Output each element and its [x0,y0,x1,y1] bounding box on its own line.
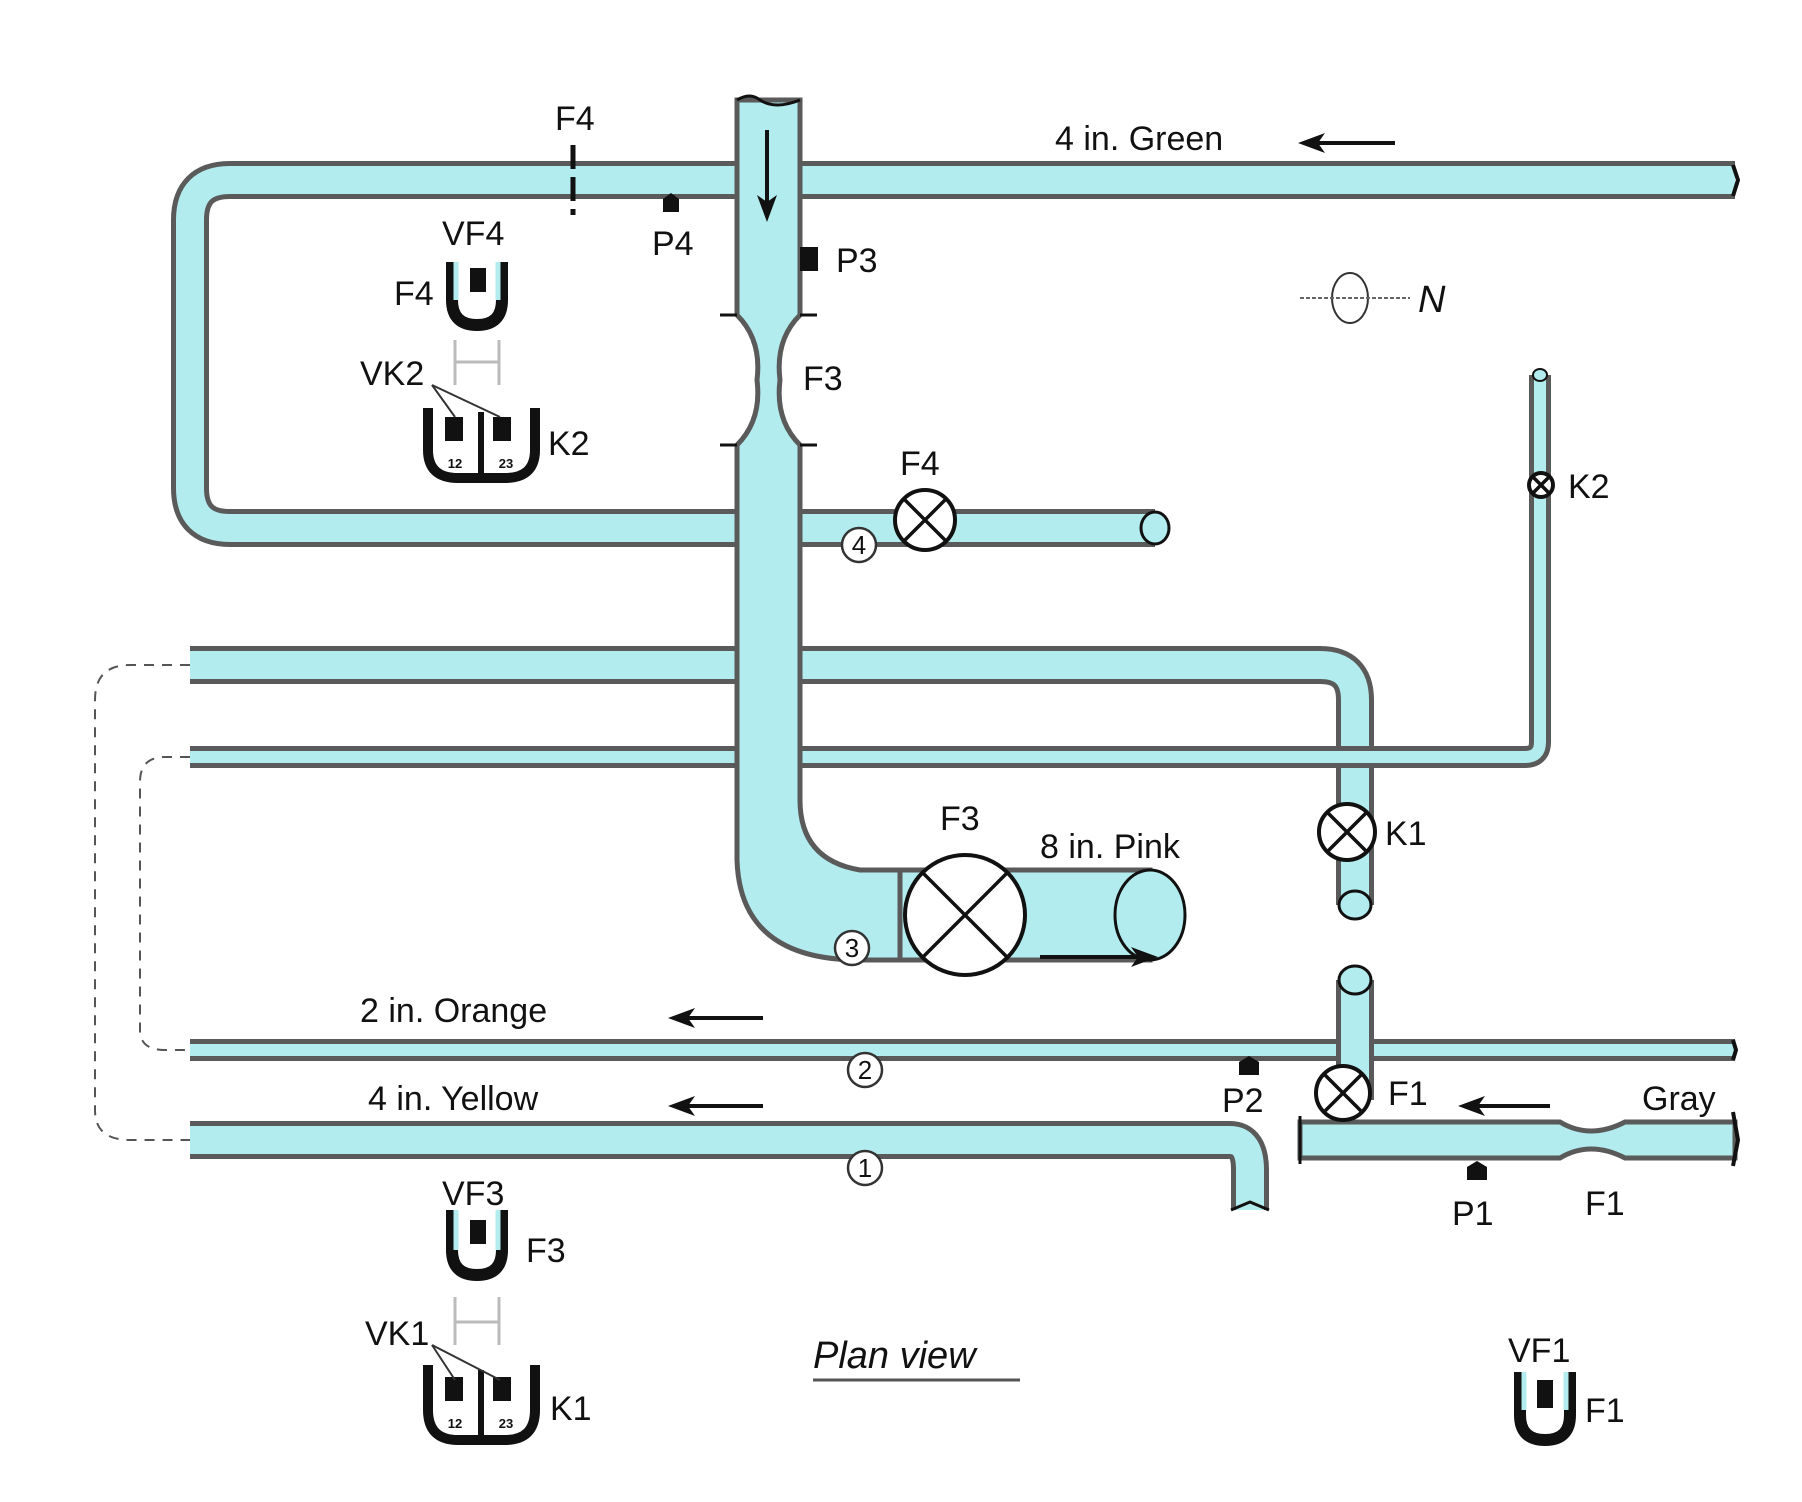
label-vf3-side: F3 [526,1232,566,1270]
label-orange-pipe: 2 in. Orange [360,992,547,1030]
marker-4: 4 [840,526,878,564]
label-vf1: VF1 [1508,1332,1570,1370]
label-p1: P1 [1452,1195,1494,1233]
north-arrow-icon [1300,272,1410,324]
label-vf1-side: F1 [1585,1392,1625,1430]
label-f3-venturi: F3 [803,360,843,398]
svg-text:23: 23 [499,1416,513,1431]
label-k2-manometer: K2 [548,425,590,463]
flow-arrow-yellow [668,1096,763,1116]
valve-k1[interactable] [1317,802,1377,862]
flow-arrow-main-down [757,130,777,222]
svg-text:3: 3 [845,933,859,963]
label-f4-orifice: F4 [555,100,595,138]
flow-arrow-orange [668,1008,763,1028]
pressure-tap-p3 [800,247,818,271]
manometer-vk2: 12 23 [423,384,540,483]
pipe-green-end-cap [1139,510,1171,546]
label-f4-valve: F4 [900,445,940,483]
pipe-orange [190,1039,1739,1061]
pipe-yellow [190,1121,1270,1212]
svg-text:12: 12 [448,456,462,471]
label-gray-pipe: Gray [1642,1080,1716,1118]
manometer-connector-vk1 [453,1297,501,1345]
label-vf4: VF4 [442,215,504,253]
valve-k2[interactable] [1527,471,1555,499]
flow-arrow-pink [1040,947,1158,967]
pipe-break-icon [1731,164,1741,197]
label-p4: P4 [652,225,694,263]
label-f3-valve: F3 [940,800,980,838]
marker-3: 3 [833,929,871,967]
svg-text:23: 23 [499,456,513,471]
valve-f3[interactable] [903,853,1027,977]
pressure-tap-p1 [1467,1161,1487,1180]
label-vf3: VF3 [442,1175,504,1213]
flow-arrow-gray [1458,1096,1550,1116]
label-vf4-side: F4 [394,275,434,313]
label-north: N [1418,279,1446,321]
dashed-connector-outer [94,664,190,1141]
svg-text:1: 1 [858,1153,872,1183]
flow-arrow-green [1298,133,1395,153]
manometer-vf1 [1514,1372,1576,1447]
pressure-tap-p4 [663,193,679,212]
svg-text:12: 12 [448,1416,462,1431]
diagram-title: Plan view [813,1335,978,1377]
label-vk1: VK1 [365,1315,429,1353]
label-k1-valve: K1 [1385,815,1427,853]
pipe-gray [1297,1111,1741,1167]
label-p3: P3 [836,242,878,280]
manometer-vk1: 12 23 [423,1344,540,1445]
pipe-upper-pair [190,368,1551,921]
label-f1-valve: F1 [1388,1075,1428,1113]
valve-f4[interactable] [893,488,957,552]
pressure-tap-p2 [1239,1056,1259,1075]
marker-1: 1 [846,1149,884,1187]
label-f1-venturi: F1 [1585,1185,1625,1223]
marker-2: 2 [846,1051,884,1089]
label-p2: P2 [1222,1082,1264,1120]
dashed-connector-inner [139,756,190,1051]
svg-text:4: 4 [852,530,866,560]
label-pink-pipe: 8 in. Pink [1040,828,1181,866]
manometer-connector-vk2 [453,340,501,385]
manometer-vf3 [446,1210,508,1282]
pipe-green [171,161,1741,547]
valve-f1[interactable] [1314,1064,1372,1122]
label-k1-manometer: K1 [550,1390,592,1428]
label-vk2: VK2 [360,355,424,393]
label-k2-valve: K2 [1568,468,1610,506]
label-green-pipe: 4 in. Green [1055,120,1223,158]
svg-text:2: 2 [858,1055,872,1085]
manometer-vf4 [446,262,508,332]
label-yellow-pipe: 4 in. Yellow [368,1080,539,1118]
